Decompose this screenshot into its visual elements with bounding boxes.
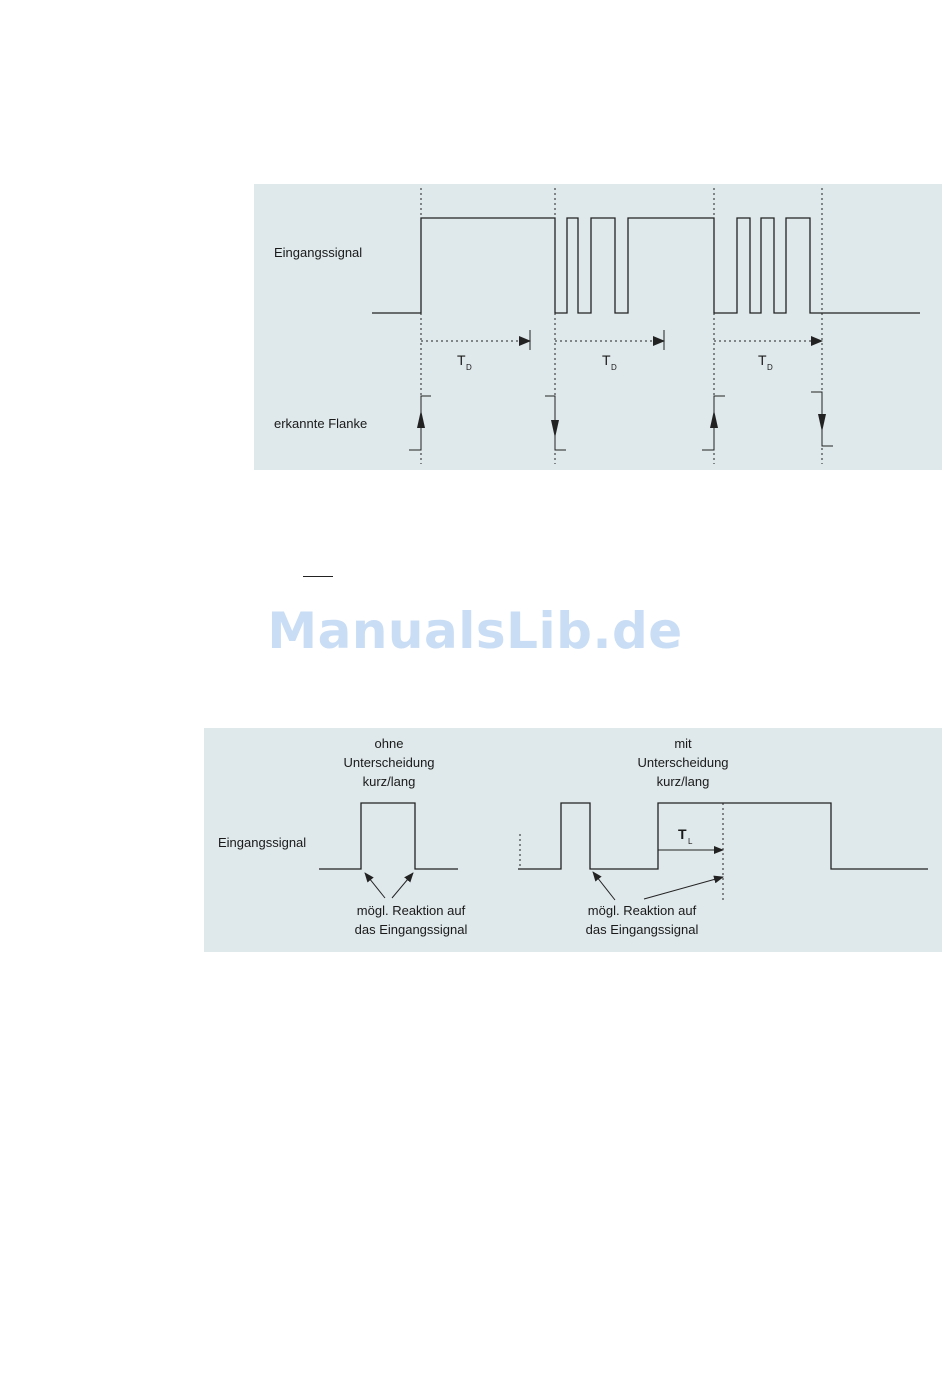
- short-long-diagram-panel: ohne Unterscheidung kurz/lang mit Unters…: [204, 728, 942, 952]
- svg-text:L: L: [688, 837, 693, 846]
- rising-edge-2: [702, 396, 725, 450]
- falling-edge-1: [545, 396, 566, 450]
- watermark-text: ManualsLib.de: [0, 602, 950, 660]
- input-signal-waveform: [372, 218, 920, 313]
- svg-text:das Eingangssignal: das Eingangssignal: [355, 922, 468, 937]
- td-label-3: T D: [758, 352, 773, 372]
- svg-text:mögl. Reaktion auf: mögl. Reaktion auf: [588, 903, 697, 918]
- svg-text:T: T: [457, 352, 466, 368]
- td-label-2: T D: [602, 352, 617, 372]
- tl-label: T L: [678, 826, 693, 846]
- svg-text:D: D: [767, 363, 773, 372]
- right-reaction-text: mögl. Reaktion auf das Eingangssignal: [586, 903, 699, 937]
- left-reaction-arrow-2: [392, 873, 413, 898]
- svg-text:T: T: [602, 352, 611, 368]
- input-signal-label: Eingangssignal: [274, 245, 362, 260]
- svg-text:Unterscheidung: Unterscheidung: [343, 755, 434, 770]
- svg-text:T: T: [678, 826, 687, 842]
- svg-text:mit: mit: [674, 736, 692, 751]
- short-long-diagram: ohne Unterscheidung kurz/lang mit Unters…: [204, 728, 942, 952]
- detected-edge-label: erkannte Flanke: [274, 416, 367, 431]
- debounce-diagram-panel: Eingangssignal erkannte Flanke T D T D T…: [254, 184, 942, 470]
- svg-text:kurz/lang: kurz/lang: [363, 774, 416, 789]
- debounce-diagram: Eingangssignal erkannte Flanke T D T D T…: [254, 184, 942, 470]
- svg-text:mögl. Reaktion auf: mögl. Reaktion auf: [357, 903, 466, 918]
- svg-text:T: T: [758, 352, 767, 368]
- svg-text:D: D: [466, 363, 472, 372]
- right-heading: mit Unterscheidung kurz/lang: [637, 736, 728, 789]
- svg-text:Unterscheidung: Unterscheidung: [637, 755, 728, 770]
- svg-text:kurz/lang: kurz/lang: [657, 774, 710, 789]
- td-label-1: T D: [457, 352, 472, 372]
- right-reaction-arrow-1: [593, 872, 615, 900]
- left-heading: ohne Unterscheidung kurz/lang: [343, 736, 434, 789]
- falling-edge-2: [811, 392, 833, 446]
- separator-rule: [303, 576, 333, 577]
- left-waveform: [319, 803, 458, 869]
- svg-text:ohne: ohne: [375, 736, 404, 751]
- svg-text:das Eingangssignal: das Eingangssignal: [586, 922, 699, 937]
- left-reaction-arrow-1: [365, 873, 385, 898]
- rising-edge-1: [409, 396, 431, 450]
- right-reaction-arrow-2: [644, 877, 723, 899]
- input-signal-label: Eingangssignal: [218, 835, 306, 850]
- left-reaction-text: mögl. Reaktion auf das Eingangssignal: [355, 903, 468, 937]
- svg-text:D: D: [611, 363, 617, 372]
